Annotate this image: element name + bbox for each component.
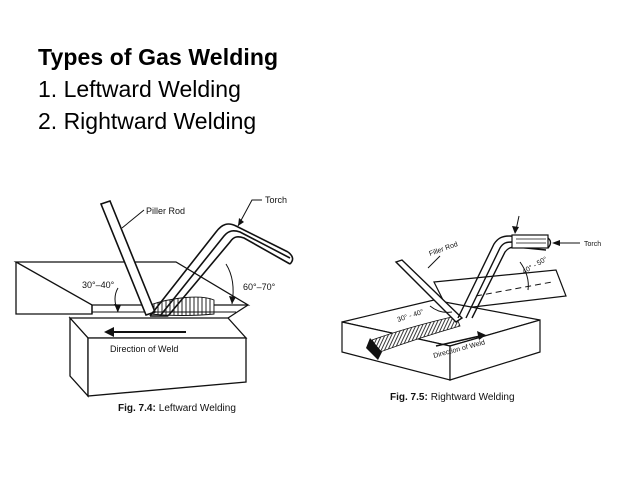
figure-leftward — [13, 199, 294, 398]
label-filler-rod-right: Filler Rod — [428, 241, 459, 258]
filler-rod — [99, 200, 157, 316]
direction-arrow — [104, 327, 186, 337]
weld-bead-right — [371, 315, 461, 353]
slide-title: Types of Gas Welding — [38, 44, 279, 70]
front-plate — [68, 304, 249, 398]
list-item-leftward: 1. Leftward Welding — [38, 76, 241, 102]
label-angle-left-b: 60°–70° — [243, 282, 276, 292]
torch — [149, 223, 294, 317]
label-torch-right: Torch — [584, 241, 601, 248]
caption-leftward: Fig. 7.4:Leftward Welding — [118, 403, 236, 414]
label-torch-left: Torch — [265, 195, 287, 205]
angle-arc-right-a — [429, 305, 453, 313]
caption-rightward: Fig. 7.5:Rightward Welding — [390, 392, 515, 403]
label-angle-left-a: 30°–40° — [82, 280, 115, 290]
angle-arc-right-b — [519, 261, 529, 291]
label-direction-left: Direction of Weld — [110, 344, 178, 354]
slide-text-block: Types of Gas Welding 1. Leftward Welding… — [38, 46, 278, 133]
list-item-rightward: 2. Rightward Welding — [38, 108, 257, 134]
filler-rod-right — [394, 259, 464, 323]
direction-arrow-right — [435, 331, 486, 347]
figure-rightward — [341, 215, 580, 381]
torch-right — [457, 234, 552, 319]
label-filler-rod-left: Piller Rod — [146, 206, 185, 216]
